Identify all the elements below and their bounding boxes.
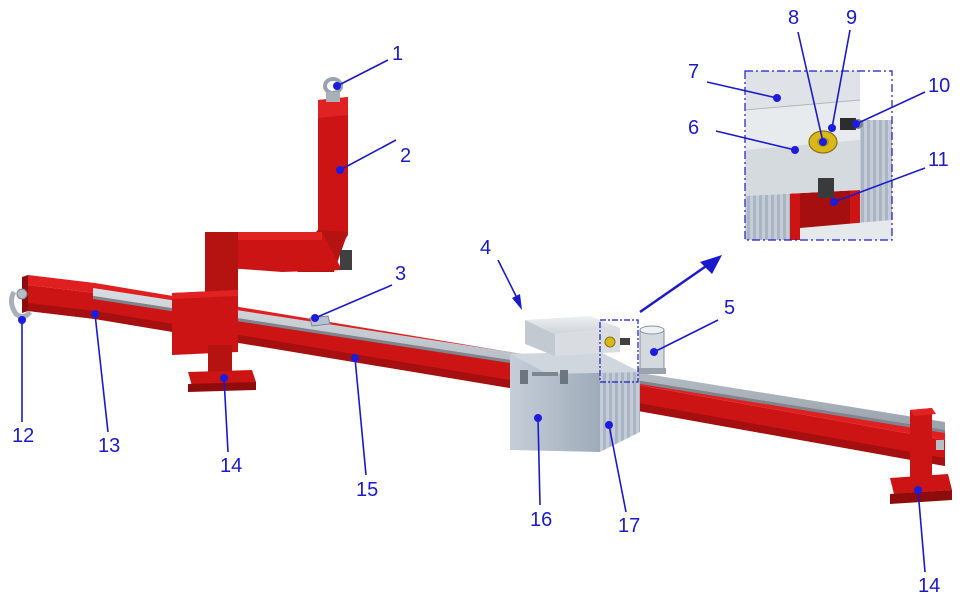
arrowhead-4 (512, 294, 522, 310)
detail-arrow (639, 255, 722, 314)
callout-label-17: 17 (618, 515, 641, 537)
right-end-fitting (936, 440, 944, 450)
control-box-part-4 (525, 316, 630, 356)
callout-label-5: 5 (724, 297, 736, 319)
callout-label-3: 3 (395, 263, 407, 285)
hook-part-12 (8, 288, 32, 320)
callout-label-7: 7 (688, 61, 700, 83)
callout-label-13: 13 (98, 435, 121, 457)
detail-frame-small (599, 319, 639, 383)
mast (172, 97, 352, 392)
callout-label-10: 10 (928, 75, 951, 97)
callout-label-4: 4 (480, 237, 492, 259)
detail-inset (744, 70, 893, 241)
callout-label-8: 8 (788, 7, 800, 29)
right-foot (890, 408, 952, 504)
part-markers (18, 82, 922, 494)
callout-label-14a: 14 (220, 455, 243, 477)
callout-label-6: 6 (688, 117, 700, 139)
callout-label-12: 12 (12, 425, 35, 447)
carriage-box (510, 352, 640, 452)
callout-label-11: 11 (928, 149, 949, 171)
callout-label-9: 9 (846, 7, 858, 29)
callout-label-2: 2 (400, 145, 412, 167)
callout-label-14b: 14 (918, 575, 941, 597)
callout-label-16: 16 (530, 509, 553, 531)
leader-lines (21, 29, 926, 573)
callout-label-15: 15 (356, 479, 379, 501)
callout-label-1: 1 (392, 43, 404, 65)
